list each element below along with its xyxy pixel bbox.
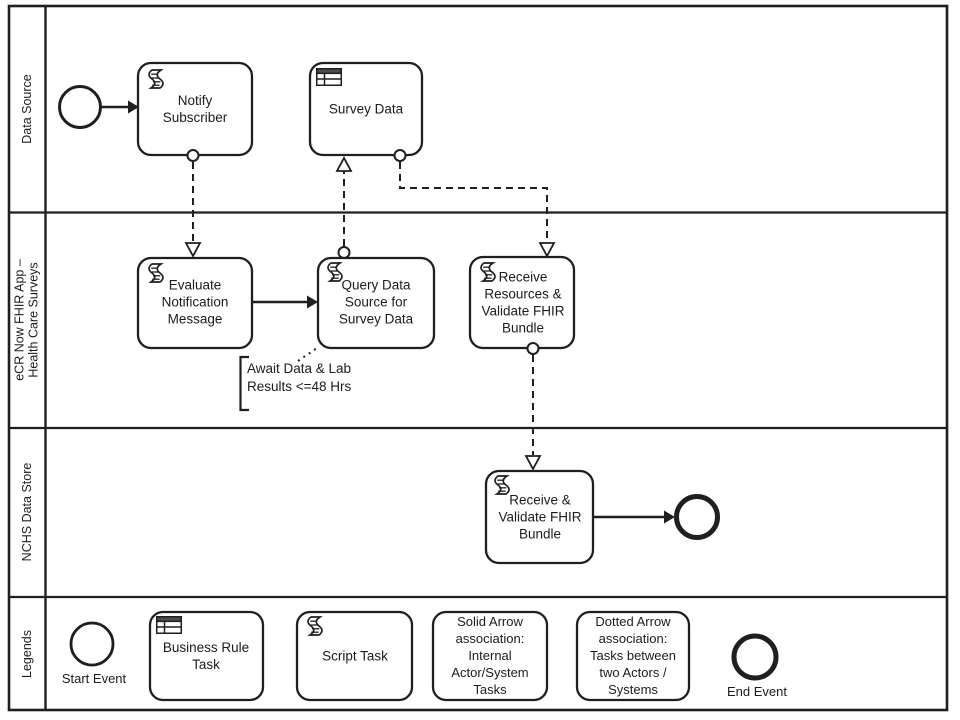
legend-start-event <box>69 621 115 667</box>
lane-label-legends: Legends <box>19 630 34 678</box>
lane-label-data-source: Data Source <box>19 74 34 144</box>
legend-label-solid-arrow: Solid Arrow association: Internal Actor/… <box>451 613 529 697</box>
task-label-notify-subscriber: Notify Subscriber <box>162 93 228 125</box>
text-annotation-bracket <box>239 347 318 412</box>
business-rule-icon <box>156 616 182 634</box>
legend-label-end-event: End Event <box>727 683 787 699</box>
legend-label-dotted-arrow: Dotted Arrow association: Tasks between … <box>590 613 676 697</box>
end-event <box>674 494 720 540</box>
task-receive-validate <box>484 469 595 565</box>
annotation-text: Await Data & Lab Results <=48 Hrs <box>247 361 352 394</box>
legend-label-business-rule: Business Rule Task <box>162 640 250 672</box>
association-notify-to-evaluate <box>184 149 202 258</box>
association-receive-resources-to-validate <box>524 342 542 471</box>
task-evaluate-notification <box>136 256 254 350</box>
task-label-survey-data: Survey Data <box>328 101 404 117</box>
legend-dotted-arrow-box <box>575 610 691 702</box>
association-query-to-survey <box>335 156 353 259</box>
task-label-query-data-source: Query Data Source for Survey Data <box>338 277 414 327</box>
legend-solid-arrow-box <box>431 610 549 702</box>
sequence-flow-start-to-notify <box>101 100 139 114</box>
task-label-evaluate-notification: Evaluate Notification Message <box>161 277 229 327</box>
legend-label-start-event: Start Event <box>61 670 127 686</box>
task-query-data-source <box>316 256 436 350</box>
legend-label-script-task: Script Task <box>322 648 388 664</box>
sequence-flow-evaluate-to-query <box>253 295 318 309</box>
association-survey-to-receive-resources <box>393 149 556 258</box>
task-survey-data <box>308 61 424 157</box>
legend-business-rule-task <box>148 610 265 702</box>
legend-end-event <box>731 633 779 681</box>
sequence-flow-validate-to-end <box>594 510 675 524</box>
pool-frame <box>7 4 949 712</box>
task-label-receive-validate: Receive & Validate FHIR Bundle <box>498 492 582 542</box>
task-label-receive-resources: Receive Resources & Validate FHIR Bundle <box>481 269 565 335</box>
business-rule-icon <box>316 68 342 86</box>
legend-script-task <box>295 610 414 702</box>
task-receive-resources <box>468 255 576 350</box>
lane-label-ecr-fhir-app: eCR Now FHIR App – Health Care Surveys <box>12 259 41 381</box>
lane-label-nchs: NCHS Data Store <box>19 462 34 562</box>
start-event <box>58 85 102 129</box>
